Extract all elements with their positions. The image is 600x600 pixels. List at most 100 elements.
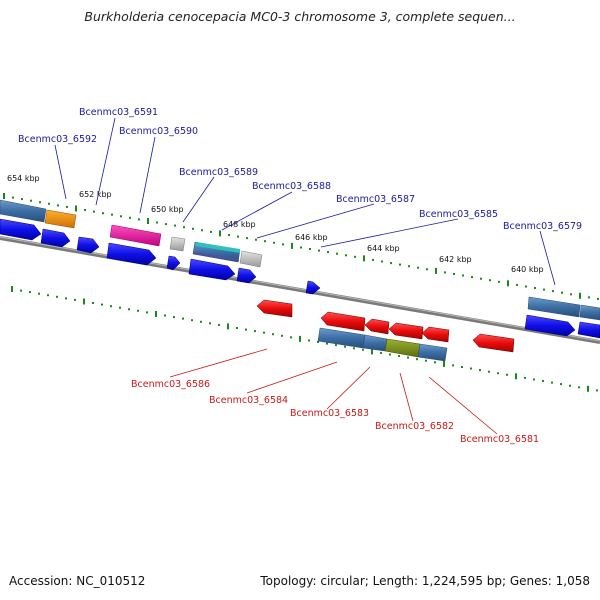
- major-tick: [227, 323, 229, 330]
- minor-tick: [182, 317, 184, 320]
- minor-tick: [102, 212, 104, 215]
- minor-tick: [138, 218, 140, 221]
- gene-label[interactable]: Bcenmc03_6591: [79, 107, 158, 118]
- gene-arrow-reverse[interactable]: [256, 299, 293, 318]
- minor-tick: [444, 271, 446, 274]
- minor-tick: [525, 285, 527, 288]
- minor-tick: [596, 389, 598, 392]
- gene-label[interactable]: Bcenmc03_6592: [18, 134, 97, 145]
- gene-arrow-reverse[interactable]: [388, 322, 424, 340]
- forward-leader-lines: [54, 117, 556, 286]
- minor-tick: [480, 277, 482, 280]
- major-tick: [75, 205, 77, 212]
- reverse-feature-bars: [317, 327, 448, 362]
- minor-tick: [119, 306, 121, 309]
- gene-arrow-forward[interactable]: [305, 280, 321, 295]
- feature-bar[interactable]: [109, 224, 162, 247]
- minor-tick: [120, 215, 122, 218]
- minor-tick: [272, 333, 274, 336]
- gene-arrow-forward[interactable]: [524, 314, 576, 337]
- gene-label[interactable]: Bcenmc03_6586: [131, 379, 210, 390]
- minor-tick: [452, 364, 454, 367]
- feature-bar[interactable]: [44, 209, 77, 229]
- minor-tick: [192, 227, 194, 230]
- gene-label[interactable]: Bcenmc03_6584: [209, 395, 288, 406]
- minor-tick: [542, 380, 544, 382]
- minor-tick: [462, 274, 464, 277]
- gene-label[interactable]: Bcenmc03_6585: [419, 209, 498, 220]
- gene-label[interactable]: Bcenmc03_6583: [290, 408, 369, 419]
- minor-tick: [336, 252, 338, 255]
- minor-tick: [326, 342, 328, 345]
- minor-tick: [228, 234, 230, 236]
- tick-label-642: 642 kbp: [439, 255, 472, 264]
- minor-tick: [255, 238, 257, 241]
- feature-bar[interactable]: [194, 252, 239, 261]
- feature-bar[interactable]: [317, 327, 366, 349]
- gene-arrow-forward[interactable]: [188, 258, 236, 281]
- gene-arrow-forward[interactable]: [166, 255, 181, 271]
- minor-tick: [308, 339, 310, 342]
- gene-arrow-forward[interactable]: [40, 228, 71, 248]
- accession-text: Accession: NC_010512: [9, 574, 146, 588]
- feature-bar[interactable]: [196, 242, 240, 253]
- gene-label[interactable]: Bcenmc03_6579: [503, 221, 582, 232]
- minor-tick: [372, 258, 374, 261]
- minor-tick: [569, 384, 571, 387]
- feature-bar[interactable]: [579, 304, 600, 321]
- minor-tick: [470, 367, 472, 370]
- minor-tick: [461, 366, 463, 368]
- gene-label[interactable]: Bcenmc03_6588: [252, 181, 331, 192]
- minor-tick: [551, 381, 553, 384]
- gene-label[interactable]: Bcenmc03_6587: [336, 194, 415, 205]
- minor-tick: [399, 263, 401, 266]
- minor-tick: [335, 344, 337, 347]
- gene-arrow-reverse[interactable]: [472, 333, 515, 353]
- minor-tick: [254, 330, 256, 333]
- minor-tick: [543, 288, 545, 291]
- gene-arrow-forward[interactable]: [0, 218, 42, 241]
- minor-tick: [380, 351, 382, 354]
- minor-tick: [47, 294, 49, 297]
- gene-label[interactable]: Bcenmc03_6590: [119, 126, 198, 137]
- gene-arrow-reverse[interactable]: [421, 326, 450, 343]
- minor-tick: [426, 268, 428, 271]
- minor-tick: [533, 378, 535, 381]
- minor-tick: [174, 224, 176, 227]
- gene-label[interactable]: Bcenmc03_6582: [375, 421, 454, 432]
- minor-tick: [66, 205, 68, 208]
- minor-tick: [165, 223, 167, 226]
- major-tick: [83, 298, 85, 305]
- minor-tick: [327, 251, 329, 254]
- minor-tick: [38, 292, 40, 295]
- minor-tick: [344, 345, 346, 348]
- gene-arrow-reverse[interactable]: [364, 318, 390, 335]
- minor-tick: [597, 297, 599, 300]
- feature-bar[interactable]: [362, 334, 388, 352]
- gene-arrow-forward[interactable]: [76, 236, 100, 254]
- minor-tick: [246, 237, 248, 240]
- major-tick: [219, 230, 221, 237]
- tick-label-646: 646 kbp: [295, 233, 328, 242]
- gene-arrow-forward[interactable]: [106, 242, 157, 266]
- backbone-highlight: [0, 236, 600, 342]
- gene-arrow-forward[interactable]: [236, 267, 257, 284]
- gene-label[interactable]: Bcenmc03_6589: [179, 167, 258, 178]
- feature-bar[interactable]: [169, 236, 186, 252]
- genome-summary-text: Topology: circular; Length: 1,224,595 bp…: [260, 574, 590, 588]
- gene-arrow-reverse[interactable]: [320, 311, 366, 332]
- major-tick: [587, 385, 589, 392]
- minor-tick: [479, 369, 481, 372]
- minor-tick: [381, 260, 383, 263]
- feature-bar[interactable]: [239, 250, 263, 268]
- minor-tick: [245, 328, 247, 331]
- feature-bar[interactable]: [0, 199, 47, 223]
- gene-label[interactable]: Bcenmc03_6581: [460, 434, 539, 445]
- feature-bar[interactable]: [527, 296, 581, 318]
- tick-track-upper: [3, 193, 599, 300]
- gene-arrow-forward[interactable]: [577, 321, 600, 339]
- minor-tick: [210, 230, 212, 233]
- feature-bar[interactable]: [417, 343, 448, 362]
- minor-tick: [201, 229, 203, 232]
